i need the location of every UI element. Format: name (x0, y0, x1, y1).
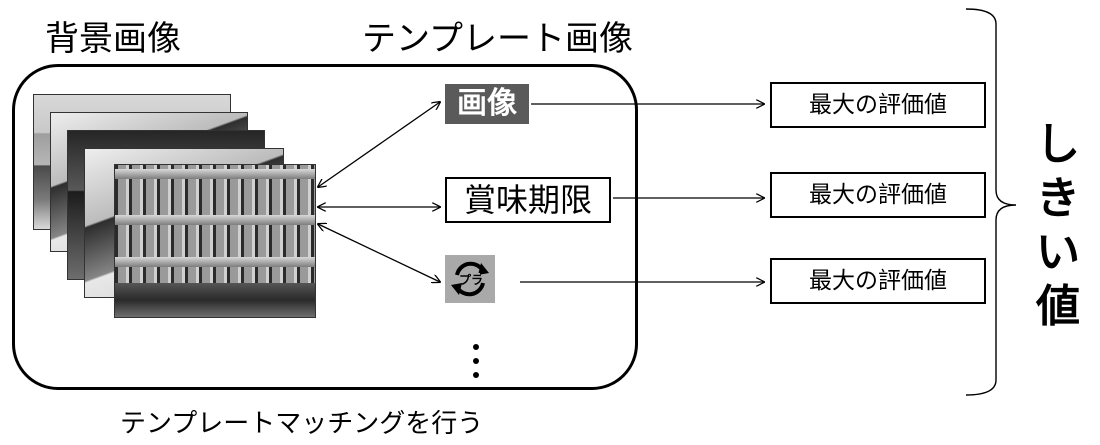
threshold-char: 値 (1036, 281, 1080, 332)
threshold-label: し き い 値 (1028, 118, 1088, 334)
threshold-char: き (1036, 173, 1080, 224)
ellipsis-dot (473, 344, 479, 350)
footer-caption: テンプレートマッチングを行う (120, 409, 484, 439)
server-base (115, 283, 315, 317)
template-images-heading: テンプレート画像 (362, 19, 633, 59)
server-band-middle (115, 215, 315, 225)
server-band-top (115, 169, 315, 179)
template-recycle-icon: プラ (445, 255, 495, 303)
background-photo-server (114, 164, 316, 318)
server-band-lower (115, 257, 315, 267)
recycle-pla-icon: プラ (451, 261, 489, 297)
max-score-box-1: 最大の評価値 (770, 82, 986, 128)
right-brace (965, 8, 1017, 396)
match-arrow-1 (318, 102, 440, 187)
template-shoumi-kigen: 賞味期限 (445, 177, 611, 223)
more-templates-ellipsis (470, 344, 482, 386)
ellipsis-dot (473, 372, 479, 378)
background-images-heading: 背景画像 (45, 19, 181, 59)
template-gazou: 画像 (445, 84, 529, 124)
ellipsis-dot (473, 358, 479, 364)
max-score-box-3: 最大の評価値 (770, 258, 986, 304)
threshold-char: し (1036, 119, 1080, 170)
match-arrow-3 (318, 224, 440, 282)
matching-container (12, 64, 638, 390)
threshold-char: い (1036, 227, 1080, 278)
recycle-pla-label: プラ (459, 272, 483, 287)
max-score-box-2: 最大の評価値 (770, 172, 986, 218)
